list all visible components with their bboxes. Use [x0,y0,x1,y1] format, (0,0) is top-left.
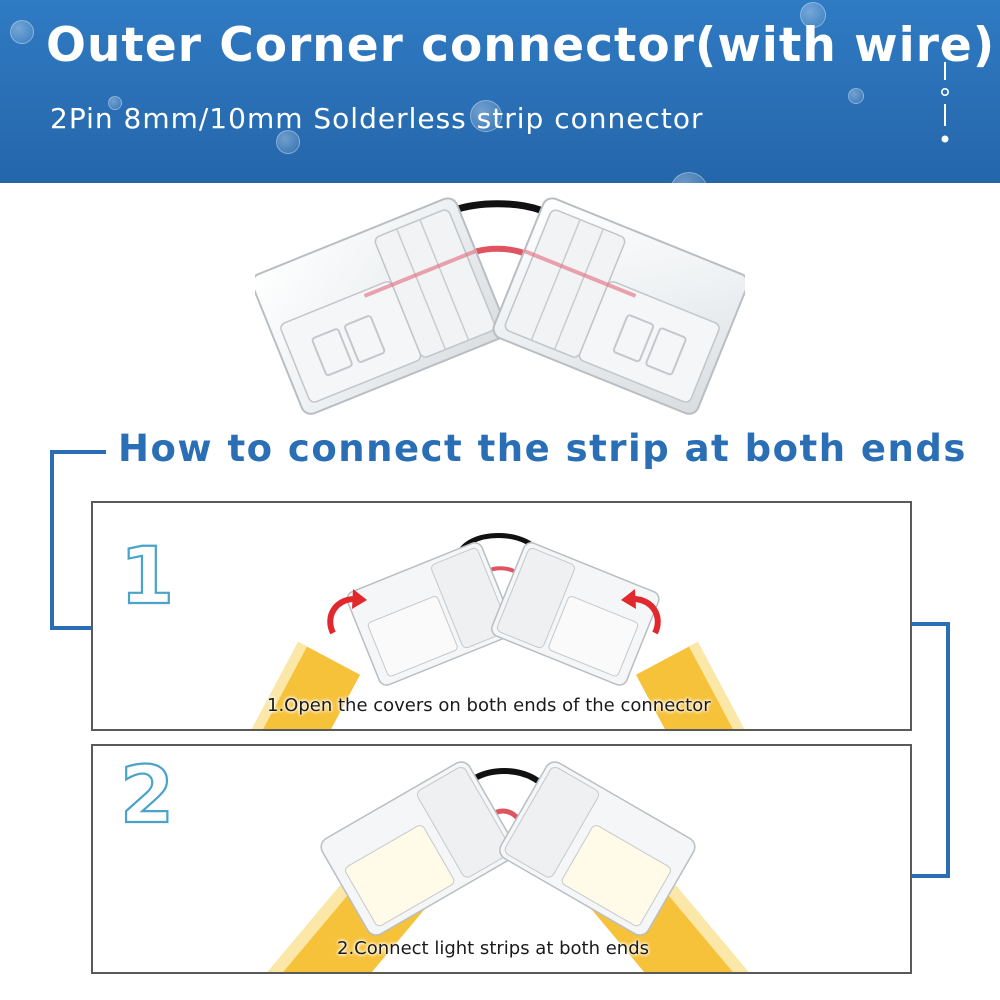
bubble-decoration [848,88,864,104]
bubble-decoration [800,2,826,28]
step-number-1: 1 [119,535,175,611]
bubble-decoration [470,100,502,132]
step-2-panel: 2 2.Connect light strips at both ends [91,744,912,974]
left-bracket-line [50,450,106,630]
step-number-2-text: 2 [120,754,174,830]
bubble-decoration [108,96,122,110]
curved-arrow-icon [621,589,661,635]
bubble-decoration [670,172,708,183]
right-bracket-line [906,622,950,878]
page-title: Outer Corner connector(with wire) [46,18,996,73]
corner-connector-image [255,197,745,415]
bubble-decoration [276,130,300,154]
step-number-2: 2 [119,754,175,830]
header-banner: Outer Corner connector(with wire) 2Pin 8… [0,0,1000,183]
vertical-dots-icon [940,44,950,143]
step-1-caption: 1.Open the covers on both ends of the co… [267,695,711,716]
step-2-caption: 2.Connect light strips at both ends [337,938,650,959]
bubble-decoration [10,20,34,44]
step-2-illustration [260,761,756,972]
step-1-illustration [241,533,755,729]
step-1-panel: 1 1.Open the covers on both ends of the … [91,501,912,731]
section-heading: How to connect the strip at both ends [118,427,967,470]
curved-arrow-icon [327,589,367,635]
page-subtitle: 2Pin 8mm/10mm Solderless strip connector [50,102,704,135]
step-number-1-text: 1 [120,535,174,611]
